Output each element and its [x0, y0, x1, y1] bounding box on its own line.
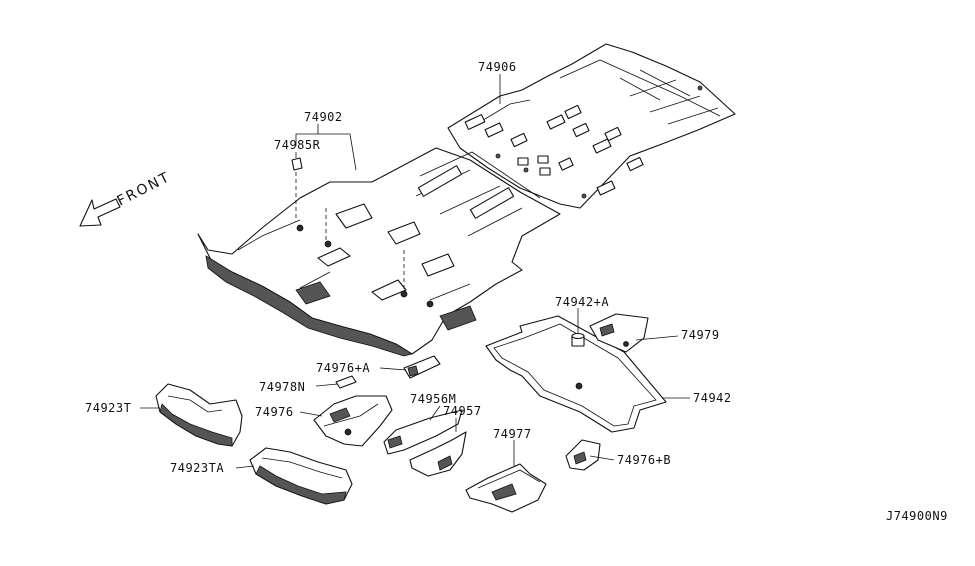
- label-74977: 74977: [493, 427, 532, 441]
- front-direction-label: FRONT: [115, 169, 174, 210]
- bracket-74976: [313, 395, 393, 447]
- label-74942: 74942: [693, 391, 732, 405]
- label-74978N: 74978N: [259, 380, 305, 394]
- rear-mat-74942: [485, 315, 667, 433]
- label-74976: 74976: [255, 405, 294, 419]
- fastener-74942A: [571, 332, 585, 347]
- clip-74985R: [291, 157, 303, 171]
- tray-74977: [465, 463, 547, 513]
- clip-74978N: [335, 375, 357, 389]
- duct-74923TA: [249, 447, 353, 505]
- label-74956M: 74956M: [410, 392, 456, 406]
- label-74976A: 74976+A: [316, 361, 370, 375]
- leader-lines: [140, 74, 690, 469]
- label-74979: 74979: [681, 328, 720, 342]
- bracket-74976B: [565, 439, 601, 471]
- label-74976B: 74976+B: [617, 453, 671, 467]
- label-74985R: 74985R: [274, 138, 321, 152]
- diagram-id: J74900N9: [886, 509, 948, 523]
- label-74923TA: 74923TA: [170, 461, 224, 475]
- trim-74957: [409, 431, 467, 477]
- front-floor-carpet-74902: [197, 147, 561, 357]
- label-74957: 74957: [443, 404, 482, 418]
- pad-74979: [589, 313, 649, 353]
- label-74902: 74902: [304, 110, 343, 124]
- label-74923T: 74923T: [85, 401, 131, 415]
- label-74942A: 74942+A: [555, 295, 609, 309]
- bracket-74976A: [403, 355, 441, 379]
- trim-74956M: [383, 409, 463, 455]
- label-74906: 74906: [478, 60, 517, 74]
- front-arrow-icon: [79, 198, 121, 227]
- rear-floor-carpet-74906: [447, 43, 736, 209]
- duct-74923T: [155, 383, 243, 447]
